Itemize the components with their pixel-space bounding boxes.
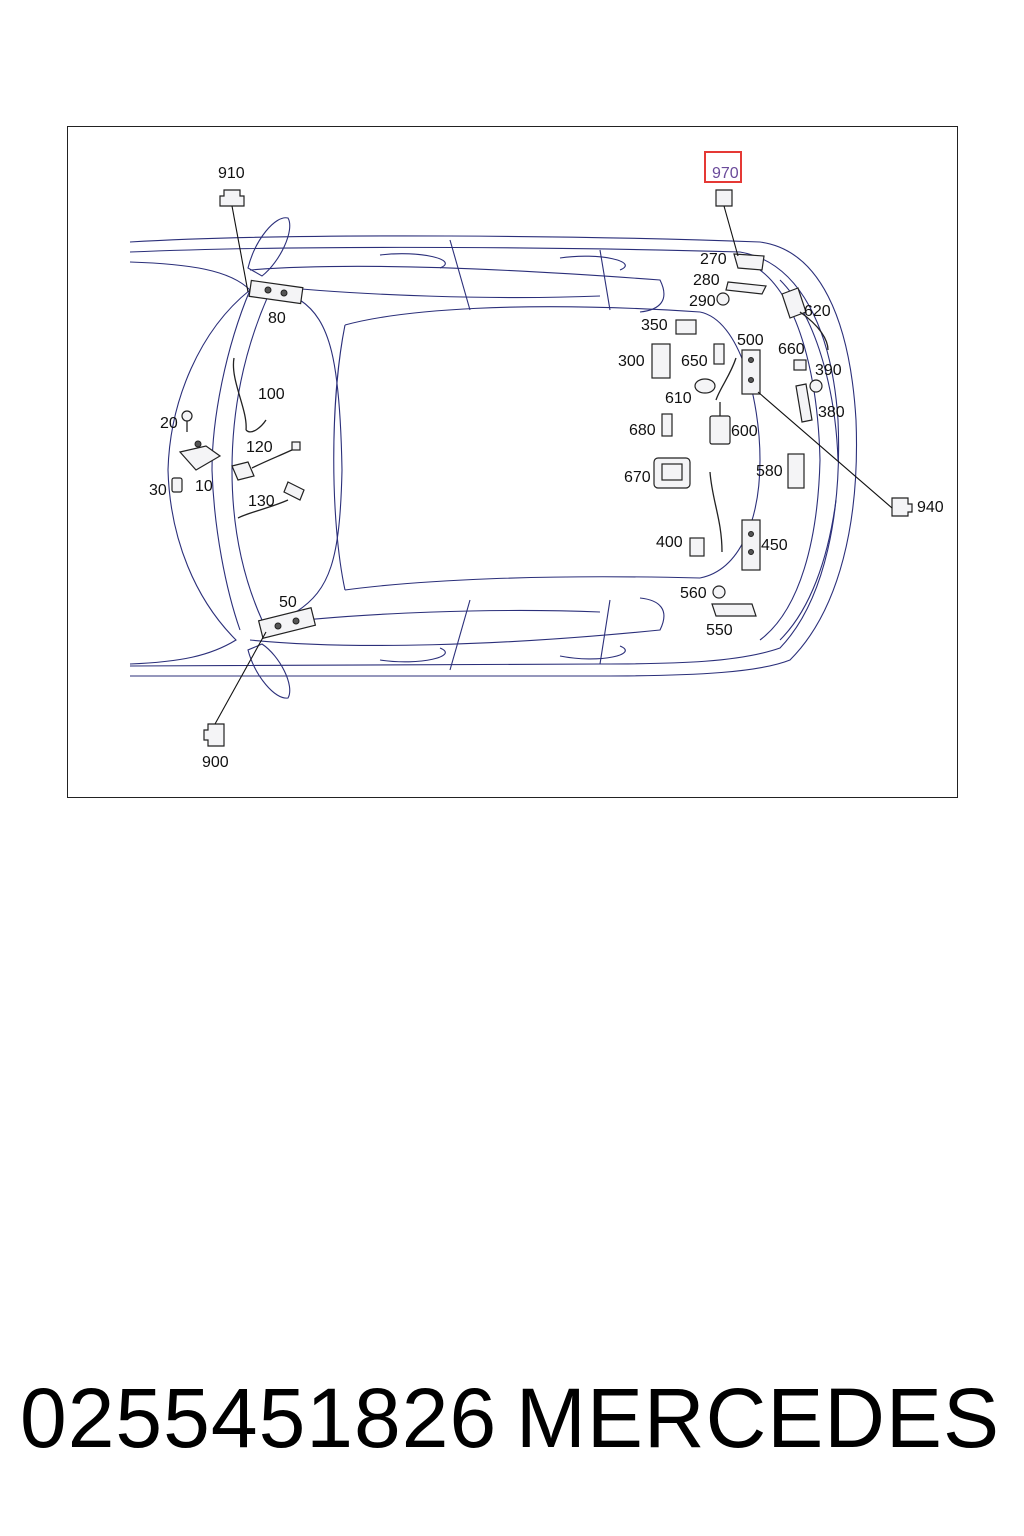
callout-970: 970 [712,165,739,182]
callout-390: 390 [815,362,842,379]
part-610 [694,357,737,401]
callout-910: 910 [218,165,245,182]
callout-600: 600 [731,423,758,440]
part-380 [795,383,813,423]
callout-380: 380 [818,404,845,421]
part-270 [733,253,765,271]
callout-550: 550 [706,622,733,639]
part-300 [651,343,671,379]
connector-940 [891,497,913,517]
callout-350: 350 [641,317,668,334]
part-550 [711,603,757,617]
callout-500: 500 [737,332,764,349]
callout-280: 280 [693,272,720,289]
callout-900: 900 [202,754,229,771]
callout-680: 680 [629,422,656,439]
connector-900 [203,723,225,747]
connector-910 [219,189,245,207]
callout-20: 20 [160,415,178,432]
part-30 [171,477,183,493]
callout-560: 560 [680,585,707,602]
part-100 [232,357,267,433]
callout-650: 650 [681,353,708,370]
callout-400: 400 [656,534,683,551]
part-620 [781,287,829,351]
callout-130: 130 [248,493,275,510]
callout-620: 620 [804,303,831,320]
callout-670: 670 [624,469,651,486]
part-660 [793,359,807,371]
part-80 [248,279,304,305]
part-350 [675,319,697,335]
callout-100: 100 [258,386,285,403]
callout-940: 940 [917,499,944,516]
part-500 [741,349,761,395]
callout-50: 50 [279,594,297,611]
part-290 [716,292,730,306]
part-650 [713,343,725,365]
callout-580: 580 [756,463,783,480]
callout-10: 10 [195,478,213,495]
part-450 [741,519,761,571]
part-120 [231,441,301,481]
part-580 [787,453,805,489]
callout-labels: 910 970 80 270 280 290 620 350 500 300 6… [149,165,944,771]
callout-450: 450 [761,537,788,554]
part-50 [257,607,317,639]
part-20 [181,410,193,432]
part-10 [178,440,222,471]
callout-120: 120 [246,439,273,456]
part-400 [689,471,723,557]
callout-80: 80 [268,310,286,327]
footer: 0255451826 MERCEDES [0,1370,1024,1470]
callout-30: 30 [149,482,167,499]
leader-lines [214,205,893,725]
callout-660: 660 [778,341,805,358]
brand-name: MERCEDES [515,1371,1000,1465]
callout-290: 290 [689,293,716,310]
part-390 [809,379,823,393]
car-body-outline [129,217,858,699]
part-600 [709,402,731,445]
callout-300: 300 [618,353,645,370]
part-280 [725,281,767,295]
connector-970 [715,189,733,207]
callout-610: 610 [665,390,692,407]
highlight-box [704,151,742,183]
part-670 [653,457,691,489]
part-560 [712,585,726,599]
callout-270: 270 [700,251,727,268]
part-130 [237,481,305,519]
part-number: 0255451826 [20,1371,498,1465]
part-680 [661,413,673,437]
